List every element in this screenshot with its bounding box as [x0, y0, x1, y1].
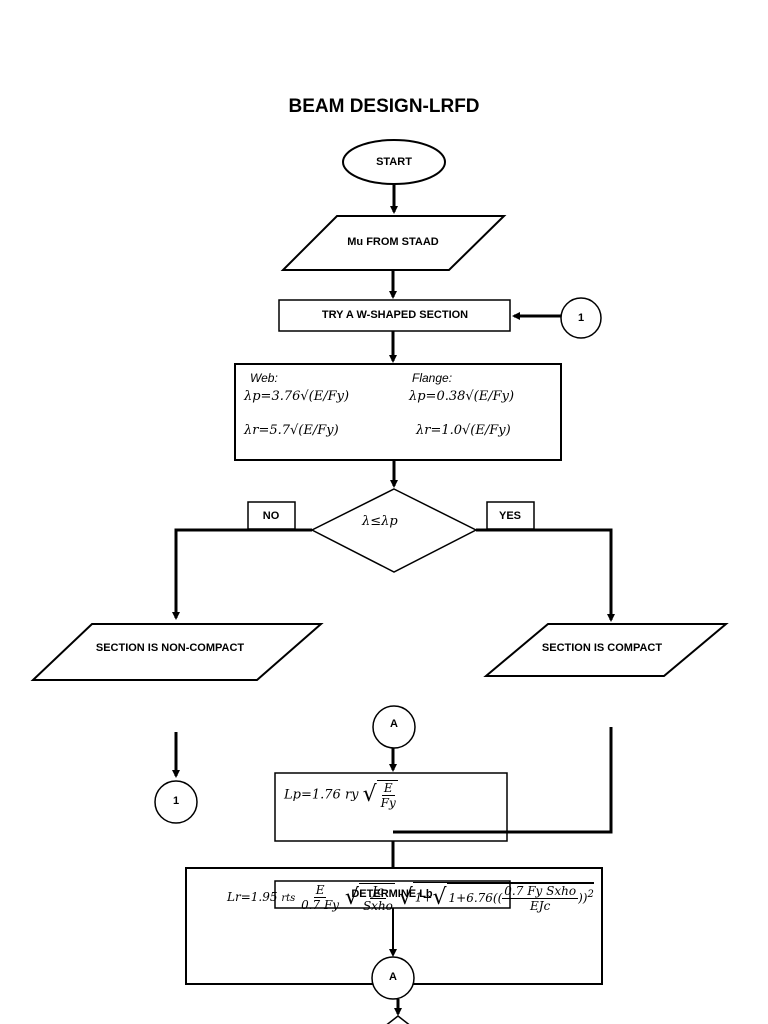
try-section-label: TRY A W-SHAPED SECTION [321, 309, 469, 321]
mu-input-label: Mu FROM STAAD [347, 236, 439, 248]
radical-sign-icon: √ [344, 884, 359, 910]
radical-sign-icon: √ [432, 885, 447, 910]
lr-frac3-num: 0.7 Fy Sxho [502, 884, 579, 899]
page-title: BEAM DESIGN-LRFD [288, 96, 480, 117]
lr-frac2-num: Jc [370, 883, 386, 899]
yes-label: YES [498, 510, 522, 522]
lp-den: Fy [380, 796, 396, 810]
flange-label: Flange: [412, 371, 453, 385]
connector-1-left-label: 1 [172, 795, 180, 807]
connector-1-right-label: 1 [577, 312, 585, 324]
slenderness-limits-box [234, 363, 562, 461]
next-decision-diamond-partial [386, 1015, 410, 1024]
lr-frac1-num: E [313, 883, 327, 898]
lr-frac1-den: 0.7 Fy [301, 898, 340, 912]
web-label: Web: [250, 371, 278, 385]
no-branch-line [172, 528, 312, 620]
compact-label: SECTION IS COMPACT [541, 642, 663, 654]
lr-frac2-den: Sxho [362, 898, 393, 913]
yes-branch-line [476, 528, 615, 622]
flange-lambda-r: λr=1.0√(E/Fy) [416, 423, 511, 438]
determine-lb-label: DETERMINE Lb [351, 888, 433, 900]
no-label: NO [262, 510, 280, 522]
lp-ry: ry [344, 787, 359, 803]
lr-exponent: 2 [587, 889, 594, 900]
compactness-decision-diamond [310, 488, 478, 573]
connector-a-bottom [371, 956, 415, 1000]
connector-1-right [560, 297, 602, 339]
compact-path-line [393, 727, 613, 834]
radical-sign-icon: √ [398, 884, 413, 910]
lr-rts: rts [281, 893, 296, 904]
mu-input-parallelogram [280, 215, 507, 271]
yes-label-box [486, 501, 535, 530]
radical-sign-icon: √ [362, 782, 377, 807]
flange-lambda-p: λp=0.38√(E/Fy) [409, 389, 515, 404]
lr-inner2: 1+6.76 [448, 891, 493, 905]
lr-frac3-den: EJc [530, 899, 551, 913]
lp-num: E [381, 781, 395, 796]
lr-prefix: Lr=1.95 [227, 890, 278, 904]
non-compact-parallelogram [30, 623, 324, 681]
web-lambda-p: λp=3.76√(E/Fy) [244, 389, 350, 404]
lp-formula-box [274, 772, 508, 842]
connector-1-left [154, 780, 198, 824]
non-compact-label: SECTION IS NON-COMPACT [95, 642, 245, 654]
start-label: START [376, 156, 412, 168]
decision-condition: λ≤λp [362, 514, 398, 529]
no-label-box [247, 501, 296, 530]
connector-a-bottom-label: A [389, 971, 397, 983]
connector-a-top-label: A [390, 718, 398, 730]
web-lambda-r: λr=5.7√(E/Fy) [244, 423, 339, 438]
lp-prefix: Lp=1.76 [284, 787, 341, 803]
compact-parallelogram [483, 623, 729, 677]
lr-inner: 1+ [414, 890, 433, 905]
